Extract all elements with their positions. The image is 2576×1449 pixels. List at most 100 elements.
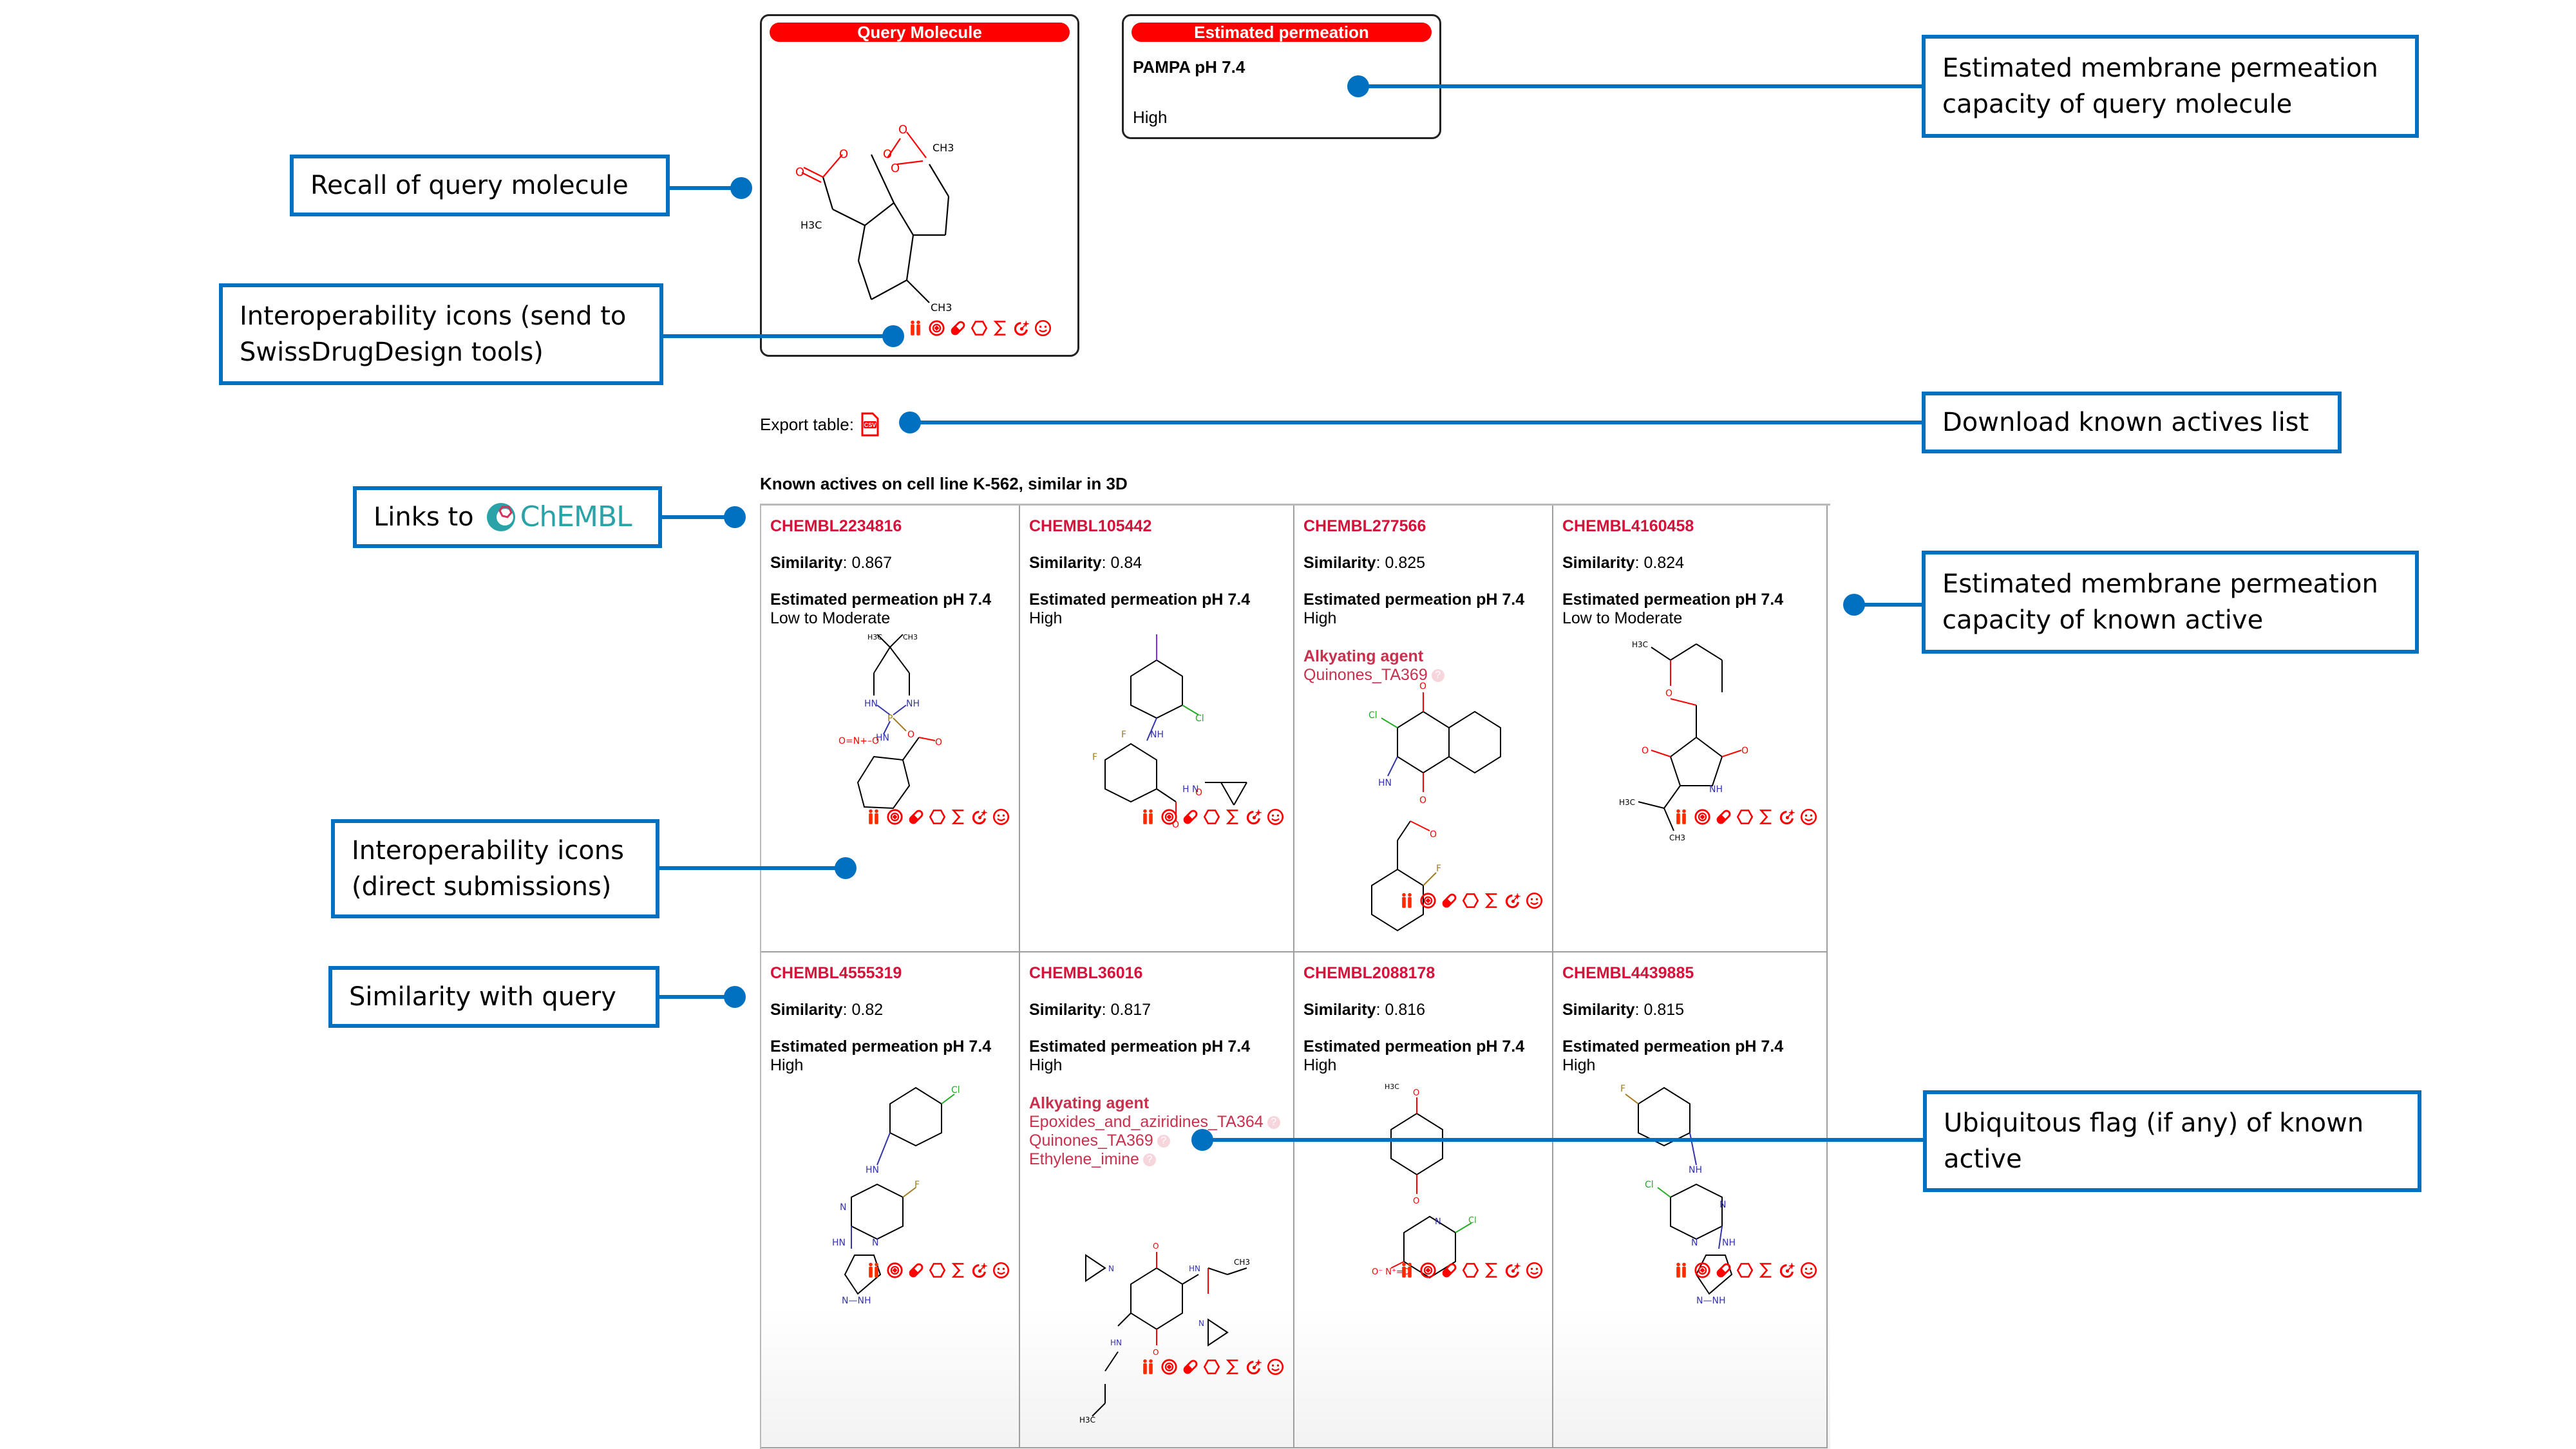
swissdock-icon[interactable] <box>1013 319 1030 337</box>
svg-text:F: F <box>1092 752 1097 762</box>
callout-perm-query: Estimated membrane permeation capacity o… <box>1922 35 2419 138</box>
help-icon[interactable]: ? <box>1142 1153 1156 1167</box>
help-icon[interactable]: ? <box>1157 1135 1170 1148</box>
swisssimilarity-icon[interactable] <box>886 1262 904 1279</box>
swissbioisostere-icon[interactable] <box>1203 1358 1220 1376</box>
connector-line <box>663 334 895 338</box>
molecular-modelling-icon[interactable] <box>1800 808 1817 826</box>
similarity-row: Similarity: 0.815 <box>1562 1001 1685 1019</box>
swissparam-icon[interactable] <box>1757 808 1775 826</box>
query-molecule-structure: O O O O O CH3 H3C CH3 <box>795 123 954 312</box>
svg-text:O: O <box>1413 1197 1419 1206</box>
swisssimilarity-icon[interactable] <box>886 808 904 826</box>
molecular-modelling-icon[interactable] <box>1800 1262 1817 1279</box>
chembl-link[interactable]: CHEMBL2088178 <box>1303 964 1435 982</box>
chembl-link[interactable]: CHEMBL105442 <box>1029 517 1152 535</box>
swissdock-icon[interactable] <box>1779 808 1796 826</box>
swissparam-icon[interactable] <box>1483 892 1501 909</box>
molecular-modelling-icon[interactable] <box>1526 892 1543 909</box>
help-icon[interactable]: ? <box>1267 1116 1280 1130</box>
svg-text:H3C: H3C <box>1079 1416 1095 1423</box>
swissbioisostere-icon[interactable] <box>929 808 946 826</box>
chembl-link[interactable]: CHEMBL36016 <box>1029 964 1143 982</box>
swissadme-icon[interactable] <box>1441 892 1458 909</box>
swissbioisostere-icon[interactable] <box>1203 808 1220 826</box>
svg-text:Cl: Cl <box>1645 1180 1654 1190</box>
swissbioisostere-icon[interactable] <box>929 1262 946 1279</box>
molecular-modelling-icon[interactable] <box>1267 808 1284 826</box>
swissdock-icon[interactable] <box>1504 892 1522 909</box>
swissadme-icon[interactable] <box>1182 1358 1199 1376</box>
connector-dot <box>1347 75 1369 97</box>
swissdock-icon[interactable] <box>1245 1358 1263 1376</box>
molecular-modelling-icon[interactable] <box>1267 1358 1284 1376</box>
swissparam-icon[interactable] <box>1483 1262 1501 1279</box>
swissadme-icon[interactable] <box>1715 808 1732 826</box>
csv-file-icon[interactable]: CSV <box>860 412 880 437</box>
swissadme-icon[interactable] <box>1715 1262 1732 1279</box>
svg-text:NH: NH <box>1722 1238 1736 1248</box>
chembl-link[interactable]: CHEMBL4555319 <box>770 964 902 982</box>
flag-item: Epoxides_and_aziridines_TA364? <box>1029 1113 1284 1132</box>
swissadme-icon[interactable] <box>1182 808 1199 826</box>
swisstargetprediction-icon[interactable] <box>1139 808 1157 826</box>
swissbioisostere-icon[interactable] <box>971 319 988 337</box>
swissparam-icon[interactable] <box>950 808 967 826</box>
swissadme-icon[interactable] <box>949 319 967 337</box>
swisstargetprediction-icon[interactable] <box>1398 1262 1416 1279</box>
svg-text:N: N <box>1691 1238 1698 1248</box>
chembl-link[interactable]: CHEMBL4439885 <box>1562 964 1694 982</box>
swissbioisostere-icon[interactable] <box>1462 1262 1479 1279</box>
swisssimilarity-icon[interactable] <box>928 319 945 337</box>
svg-text:F: F <box>1121 730 1126 740</box>
swissdock-icon[interactable] <box>1245 808 1263 826</box>
atom-label: O <box>898 123 907 137</box>
swisssimilarity-icon[interactable] <box>1694 808 1711 826</box>
chembl-link[interactable]: CHEMBL277566 <box>1303 517 1426 535</box>
swisstargetprediction-icon[interactable] <box>1672 808 1690 826</box>
svg-text:N: N <box>1108 1264 1114 1273</box>
swissdock-icon[interactable] <box>1504 1262 1522 1279</box>
swissadme-icon[interactable] <box>1441 1262 1458 1279</box>
swisstargetprediction-icon[interactable] <box>907 319 924 337</box>
swisssimilarity-icon[interactable] <box>1160 1358 1178 1376</box>
swissbioisostere-icon[interactable] <box>1736 1262 1754 1279</box>
swissdock-icon[interactable] <box>971 808 989 826</box>
swissbioisostere-icon[interactable] <box>1462 892 1479 909</box>
swissadme-icon[interactable] <box>907 808 925 826</box>
connector-dot <box>1191 1129 1213 1151</box>
swisssimilarity-icon[interactable] <box>1419 892 1437 909</box>
query-molecule-panel: Query Molecule O O O <box>760 14 1079 357</box>
swisstargetprediction-icon[interactable] <box>1398 892 1416 909</box>
svg-text:H3C: H3C <box>1385 1083 1399 1091</box>
swisssimilarity-icon[interactable] <box>1419 1262 1437 1279</box>
chembl-link[interactable]: CHEMBL2234816 <box>770 517 902 535</box>
swissdock-icon[interactable] <box>1779 1262 1796 1279</box>
flag-item: Quinones_TA369? <box>1303 666 1543 685</box>
molecular-modelling-icon[interactable] <box>1034 319 1052 337</box>
swissparam-icon[interactable] <box>1757 1262 1775 1279</box>
svg-text:HN: HN <box>1110 1338 1122 1347</box>
swisstargetprediction-icon[interactable] <box>865 808 882 826</box>
swisstargetprediction-icon[interactable] <box>865 1262 882 1279</box>
swisssimilarity-icon[interactable] <box>1694 1262 1711 1279</box>
chembl-link[interactable]: CHEMBL4160458 <box>1562 517 1694 535</box>
swissparam-icon[interactable] <box>992 319 1009 337</box>
molecular-modelling-icon[interactable] <box>992 808 1010 826</box>
svg-text:CH3: CH3 <box>903 634 918 641</box>
swissparam-icon[interactable] <box>1224 1358 1242 1376</box>
similarity-row: Similarity: 0.817 <box>1029 1001 1151 1019</box>
molecular-modelling-icon[interactable] <box>1526 1262 1543 1279</box>
molecular-modelling-icon[interactable] <box>992 1262 1010 1279</box>
swisssimilarity-icon[interactable] <box>1160 808 1178 826</box>
swissparam-icon[interactable] <box>1224 808 1242 826</box>
swissadme-icon[interactable] <box>907 1262 925 1279</box>
swissbioisostere-icon[interactable] <box>1736 808 1754 826</box>
help-icon[interactable]: ? <box>1431 669 1444 683</box>
swissparam-icon[interactable] <box>950 1262 967 1279</box>
swisstargetprediction-icon[interactable] <box>1672 1262 1690 1279</box>
swisstargetprediction-icon[interactable] <box>1139 1358 1157 1376</box>
connector-line <box>670 186 741 190</box>
swissdock-icon[interactable] <box>971 1262 989 1279</box>
